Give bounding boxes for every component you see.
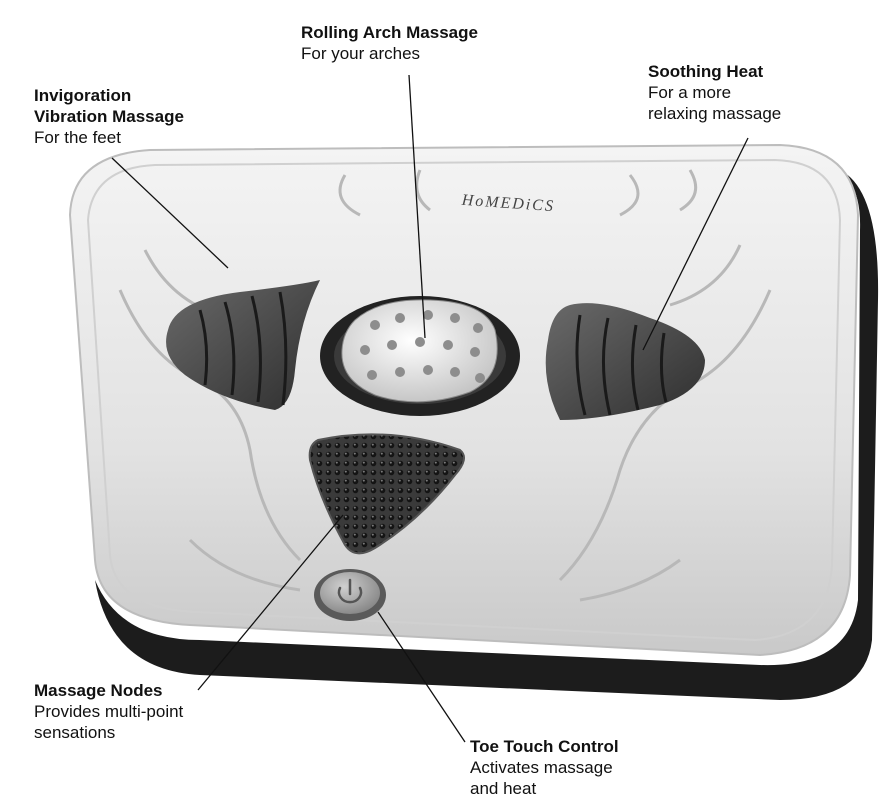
callout-title: Toe Touch Control xyxy=(470,737,619,756)
callout-description: Activates massage and heat xyxy=(470,758,613,798)
heat-pad-right-ridges xyxy=(575,314,668,416)
brand-logo: HoMEDiCS xyxy=(460,192,555,216)
callout-title: Rolling Arch Massage xyxy=(301,23,478,42)
leader-line-invigoration xyxy=(111,157,229,269)
heat-pad-right xyxy=(545,303,705,420)
callout-massage-nodes: Massage Nodes Provides multi-point sensa… xyxy=(34,680,183,743)
callout-title: Invigoration Vibration Massage xyxy=(34,86,184,126)
callout-description: For a more relaxing massage xyxy=(648,83,782,123)
callout-title: Massage Nodes xyxy=(34,681,163,700)
body-grooves xyxy=(118,169,772,602)
leader-line-massage-nodes xyxy=(197,514,344,691)
callout-title: Soothing Heat xyxy=(648,62,764,81)
arch-roller xyxy=(341,299,498,403)
callout-description: For the feet xyxy=(34,128,121,147)
power-icon xyxy=(337,578,363,604)
callout-description: For your arches xyxy=(301,44,421,63)
leader-line-soothing-heat xyxy=(642,137,749,351)
arch-roller-bumps xyxy=(360,310,485,383)
callout-rolling-arch-massage: Rolling Arch Massage For your arches xyxy=(301,22,478,64)
massager-base xyxy=(95,165,879,700)
callout-toe-touch-control: Toe Touch Control Activates massage and … xyxy=(470,736,619,799)
body-rim xyxy=(86,158,842,642)
callout-invigoration-vibration-massage: Invigoration Vibration Massage For the f… xyxy=(34,85,184,148)
massage-nodes-panel xyxy=(308,433,465,555)
leader-lines xyxy=(111,74,749,743)
vibration-pad-left-ridges xyxy=(198,291,288,406)
leader-line-toe-touch xyxy=(377,611,466,743)
callout-soothing-heat: Soothing Heat For a more relaxing massag… xyxy=(648,61,781,124)
callout-description: Provides multi-point sensations xyxy=(34,702,184,742)
leader-line-rolling-arch xyxy=(408,74,426,339)
